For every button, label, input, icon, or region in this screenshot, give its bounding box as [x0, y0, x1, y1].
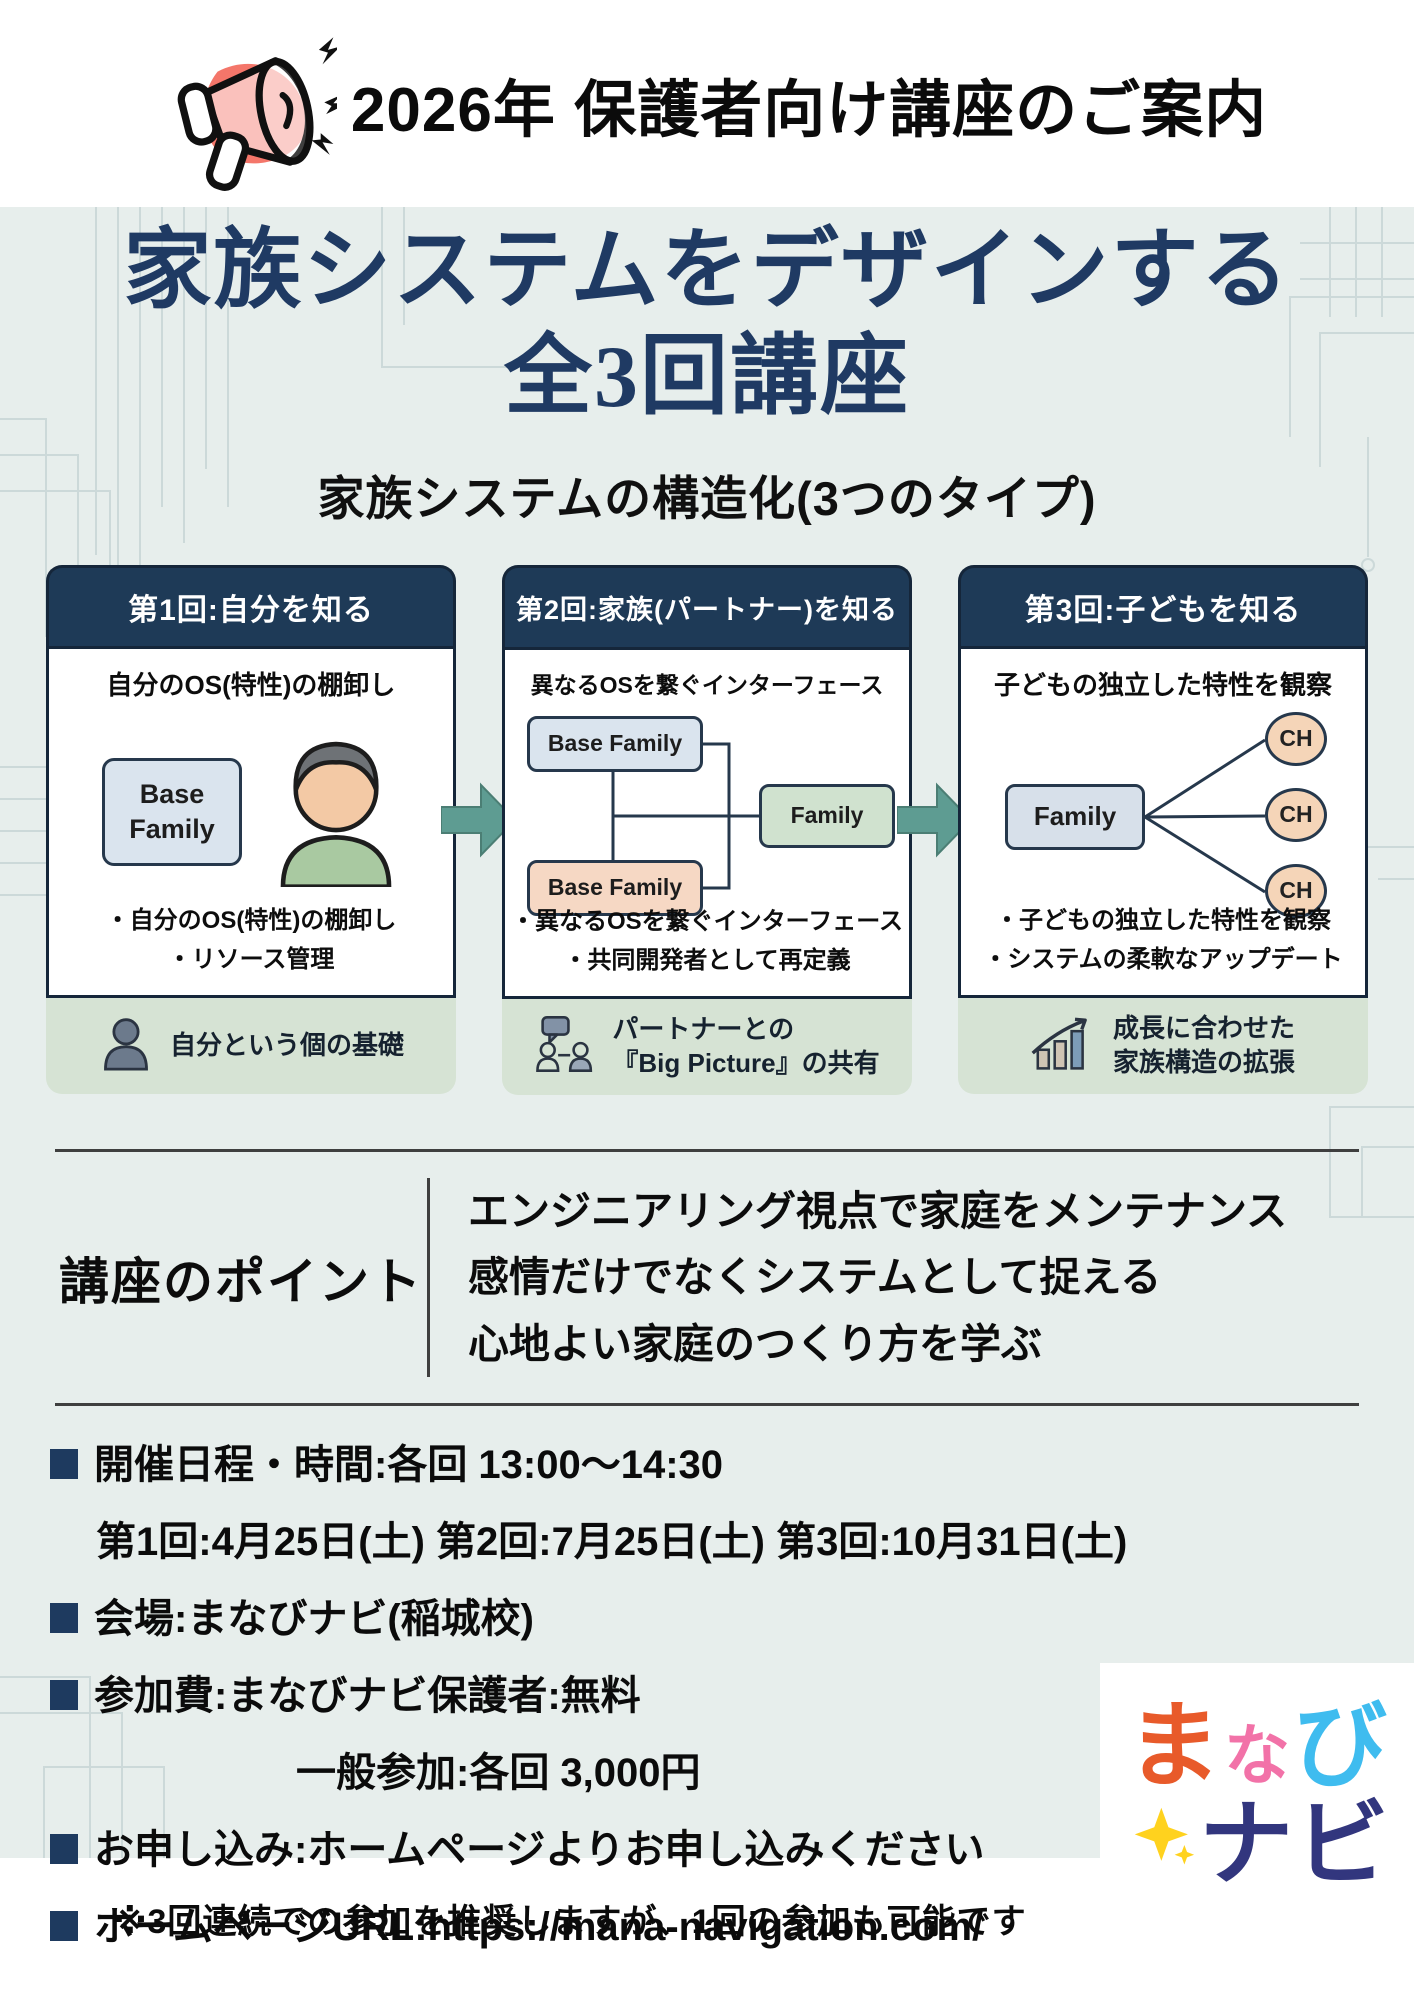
manabi-navi-logo: ま な び ナビ — [1100, 1663, 1414, 1963]
card-2-footer-text: パートナーとの 『Big Picture』の共有 — [612, 1013, 879, 1081]
detail-item-fee-general: 一般参加:各回 3,000円 — [50, 1740, 1364, 1798]
course-hero: 家族システムをデザインする 全3回講座 家族システムの構造化(3つのタイプ) — [0, 207, 1414, 529]
detail-item-fee: 参加費:まなびナビ保護者:無料 — [50, 1663, 1364, 1721]
logo-char-na: な — [1224, 1718, 1290, 1792]
detail-text: 会場:まなびナビ(稲城校) — [94, 1597, 534, 1642]
card-session-2: 第2回:家族(パートナー)を知る 異なるOSを繋ぐインターフェース Base F… — [502, 564, 912, 1095]
card-3-footer-text: 成長に合わせた 家族構造の拡張 — [1113, 1012, 1295, 1080]
hero-subtitle: 家族システムの構造化(3つのタイプ) — [317, 471, 1097, 525]
footer-line: 『Big Picture』の共有 — [612, 1047, 880, 1078]
arrow-slot — [441, 565, 517, 1095]
bullet-square — [50, 1603, 78, 1634]
detail-item-url: ホームページURL:https://mana-navigation.com/ — [50, 1894, 1364, 1952]
card-2-diagram: Base Family Base Family Family — [513, 710, 901, 922]
logo-char-ma: ま — [1126, 1693, 1221, 1798]
child-node: CH — [1265, 787, 1327, 842]
detail-text: 参加費:まなびナビ保護者:無料 — [94, 1674, 641, 1719]
base-family-box: Base Family — [527, 859, 703, 916]
bullet-item: ・異なるOSを繋ぐインターフェース — [510, 908, 904, 936]
bullet-square — [50, 1449, 78, 1480]
details-section: 開催日程・時間:各回 13:00〜14:30 第1回:4月25日(土) 第2回:… — [50, 1432, 1364, 1952]
card-1-diagram: Base Family — [57, 712, 445, 912]
card-2-bullets: ・異なるOSを繋ぐインターフェース ・共同開発者として再定義 — [505, 903, 909, 980]
card-2-body: 異なるOSを繋ぐインターフェース Base Family Base Family… — [502, 646, 912, 999]
megaphone-icon — [147, 21, 348, 191]
hero-title-line1: 家族システムをデザインする — [123, 223, 1291, 320]
point-line: 感情だけでなくシステムとして捉える — [468, 1254, 1162, 1301]
family-box: Family — [759, 783, 895, 848]
point-line: 心地よい家庭のつくり方を学ぶ — [468, 1320, 1042, 1367]
logo-text-navi: ナビ — [1100, 1797, 1414, 1891]
bullet-item: ・子どもの独立した特性を観察 — [995, 907, 1331, 935]
base-family-box: Base Family — [102, 757, 242, 867]
footnote: ※3回連続での参加を推奨しますが、1回の参加も可能です — [113, 1903, 1027, 1941]
connector-lines — [611, 742, 759, 890]
detail-item-dates: 第1回:4月25日(土) 第2回:7月25日(土) 第3回:10月31日(土) — [50, 1509, 1364, 1567]
footer-line: 成長に合わせた — [1112, 1013, 1295, 1044]
right-arrow-icon — [441, 782, 517, 858]
card-2-footer: パートナーとの 『Big Picture』の共有 — [502, 998, 912, 1095]
page-title: 2026年 保護者向け講座のご案内 — [350, 75, 1268, 145]
card-1-footer: 自分という個の基礎 — [46, 997, 456, 1094]
detail-item-schedule: 開催日程・時間:各回 13:00〜14:30 — [50, 1432, 1364, 1490]
points-section: 講座のポイント エンジニアリング視点で家庭をメンテナンス 感情だけでなくシステム… — [55, 1148, 1359, 1407]
card-2-lead: 異なるOSを繋ぐインターフェース — [530, 671, 884, 698]
points-lines: エンジニアリング視点で家庭をメンテナンス 感情だけでなくシステムとして捉える 心… — [468, 1178, 1287, 1377]
hero-title-line2: 全3回講座 — [503, 329, 910, 427]
footer-line: パートナーとの — [612, 1014, 795, 1045]
detail-text: 開催日程・時間:各回 13:00〜14:30 — [94, 1443, 724, 1488]
child-node: CH — [1265, 863, 1327, 918]
homepage-url-text: ホームページURL:https://mana-navigation.com/ — [94, 1905, 984, 1950]
point-line: エンジニアリング視点で家庭をメンテナンス — [468, 1187, 1288, 1234]
announcement-header: 2026年 保護者向け講座のご案内 — [0, 0, 1414, 207]
card-3-footer: 成長に合わせた 家族構造の拡張 — [958, 997, 1368, 1094]
person-icon — [98, 1013, 154, 1078]
card-1-body: 自分のOS(特性)の棚卸し Base Family ・自分のOS(特性) — [46, 645, 456, 998]
main-panel: 家族システムをデザインする 全3回講座 家族システムの構造化(3つのタイプ) 第… — [0, 207, 1414, 1949]
card-3-header: 第3回:子どもを知る — [958, 564, 1368, 646]
bullet-square — [50, 1834, 78, 1865]
card-3-lead: 子どもの独立した特性を観察 — [993, 669, 1332, 700]
card-1-lead: 自分のOS(特性)の棚卸し — [106, 669, 396, 700]
points-label: 講座のポイント — [59, 1253, 423, 1310]
bullet-square — [50, 1911, 78, 1942]
bullet-square — [50, 1680, 78, 1711]
card-3-diagram: Family CH CH CH — [969, 710, 1357, 922]
card-session-3: 第3回:子どもを知る 子どもの独立した特性を観察 Family CH — [958, 564, 1368, 1095]
bullet-item: ・リソース管理 — [167, 945, 335, 973]
card-1-footer-text: 自分という個の基礎 — [169, 1030, 404, 1061]
bullet-item: ・システムの柔軟なアップデート — [983, 945, 1343, 973]
detail-text: 一般参加:各回 3,000円 — [296, 1751, 701, 1796]
child-node: CH — [1265, 711, 1327, 766]
chat-people-icon — [534, 1015, 596, 1078]
detail-item-venue: 会場:まなびナビ(稲城校) — [50, 1586, 1364, 1644]
footer-line: 家族構造の拡張 — [1112, 1046, 1295, 1077]
logo-text-manabi: ま な び — [1100, 1699, 1414, 1793]
card-3-bullets: ・子どもの独立した特性を観察 ・システムの柔軟なアップデート — [961, 902, 1365, 979]
right-arrow-icon — [897, 782, 973, 858]
sparkle-icon — [1133, 1806, 1195, 1868]
logo-char-navi: ナビ — [1198, 1791, 1391, 1896]
card-3-body: 子どもの独立した特性を観察 Family CH CH CH — [958, 645, 1368, 998]
detail-item-apply: お申し込み:ホームページよりお申し込みください — [50, 1817, 1364, 1875]
logo-char-bi: び — [1293, 1693, 1388, 1798]
base-family-box: Base Family — [527, 715, 703, 772]
card-1-bullets: ・自分のOS(特性)の棚卸し ・リソース管理 — [49, 902, 453, 979]
bullet-item: ・共同開発者として再定義 — [563, 946, 851, 974]
arrow-slot — [897, 565, 973, 1095]
person-avatar-icon — [272, 731, 400, 892]
card-2-header: 第2回:家族(パートナー)を知る — [502, 564, 912, 647]
growth-chart-icon — [1031, 1015, 1097, 1076]
connector-lines — [1144, 738, 1266, 894]
bullet-item: ・自分のOS(特性)の棚卸し — [105, 907, 397, 935]
detail-text: 第1回:4月25日(土) 第2回:7月25日(土) 第3回:10月31日(土) — [96, 1520, 1128, 1565]
session-cards: 第1回:自分を知る 自分のOS(特性)の棚卸し Base Family — [0, 564, 1414, 1095]
detail-text: お申し込み:ホームページよりお申し込みください — [94, 1828, 985, 1873]
family-box: Family — [1005, 783, 1145, 850]
card-session-1: 第1回:自分を知る 自分のOS(特性)の棚卸し Base Family — [46, 564, 456, 1095]
points-divider — [427, 1177, 430, 1378]
card-1-header: 第1回:自分を知る — [46, 564, 456, 646]
